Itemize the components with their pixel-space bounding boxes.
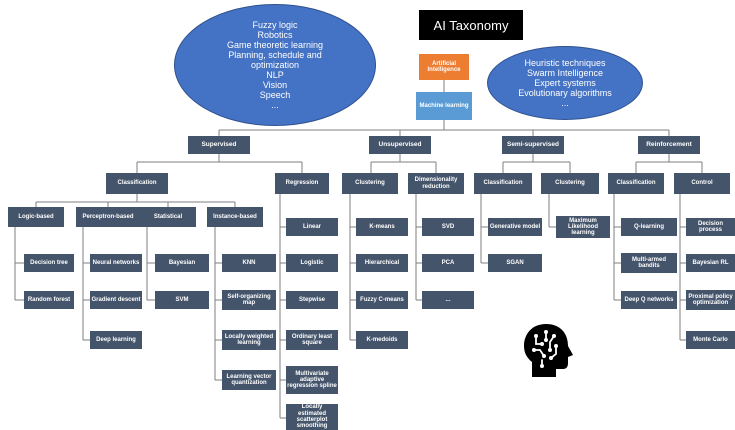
leaf-bayesian-rl: Bayesian RL xyxy=(686,254,735,272)
leaf-proximal-policy-optimization: Proximal policy optimization xyxy=(686,290,735,310)
leaf-k-means: K-means xyxy=(356,218,408,236)
leaf-linear: Linear xyxy=(286,218,338,236)
left-ellipse: Fuzzy logic Robotics Game theoretic lear… xyxy=(174,4,376,126)
leaf-decision-process: Decision process xyxy=(686,218,735,236)
diagram-title: AI Taxonomy xyxy=(419,10,523,40)
right-ellipse-item: Evolutionary algorithms xyxy=(518,88,612,99)
leaf-bayesian: Bayesian xyxy=(155,254,209,272)
right-ellipse: Heuristic techniques Swarm Intelligence … xyxy=(487,46,643,120)
leaf-k-medoids: K-medoids xyxy=(356,331,408,349)
left-ellipse-item: Fuzzy logic xyxy=(252,19,298,30)
leaf-deep-learning: Deep learning xyxy=(90,331,142,349)
left-ellipse-item: Robotics xyxy=(257,29,293,40)
leaf-multi-armed-bandits: Multi-armed bandits xyxy=(621,253,677,273)
semi-clustering: Clustering xyxy=(541,173,599,194)
leaf-gradient-descent: Gradient descent xyxy=(90,291,142,309)
unsup-dimensionality-reduction: Dimensionality reduction xyxy=(408,173,464,194)
leaf-neural-networks: Neural networks xyxy=(90,254,142,272)
leaf-knn: KNN xyxy=(222,254,276,272)
left-ellipse-item: optimization xyxy=(250,59,300,70)
leaf-fuzzy-c-means: Fuzzy C-means xyxy=(356,291,408,309)
sup-classification: Classification xyxy=(106,173,168,194)
head-brain-icon xyxy=(524,324,573,377)
ml-node: Machine learning xyxy=(416,92,472,120)
leaf-locally-weighted-learning: Locally weighted learning xyxy=(222,330,276,350)
branch-semi-supervised: Semi-supervised xyxy=(502,136,564,154)
leaf-q-learning: Q-learning xyxy=(621,218,677,236)
leaf-hierarchical: Hierarchical xyxy=(356,254,408,272)
rl-control: Control xyxy=(674,173,730,194)
leaf-stepwise: Stepwise xyxy=(286,291,338,309)
left-ellipse-item: Game theoretic learning xyxy=(226,39,324,50)
statistical: Statistical xyxy=(140,207,196,227)
rl-classification: Classification xyxy=(608,173,664,194)
right-ellipse-item: ... xyxy=(561,98,569,109)
branch-supervised: Supervised xyxy=(188,136,250,154)
root-node: Artificial Intelligence xyxy=(419,54,469,80)
branch-unsupervised: Unsupervised xyxy=(369,136,431,154)
leaf-decision-tree: Decision tree xyxy=(24,254,74,272)
unsup-clustering: Clustering xyxy=(342,173,398,194)
semi-classification: Classification xyxy=(474,173,532,194)
leaf-loess: Locally estimated scatterplot smoothing xyxy=(286,404,338,430)
logic-based: Logic-based xyxy=(8,207,64,227)
leaf-mars: Multivariate adaptive regression spline xyxy=(286,366,338,394)
leaf-generative-model: Generative model xyxy=(488,218,542,236)
right-ellipse-item: Expert systems xyxy=(534,77,596,88)
leaf-deep-q-networks: Deep Q networks xyxy=(621,291,677,309)
leaf-ordinary-least-square: Ordinary least square xyxy=(286,330,338,350)
instance-based: Instance-based xyxy=(207,207,263,227)
leaf-monte-carlo: Monte Carlo xyxy=(686,331,735,349)
leaf-self-organizing-map: Self-organizing map xyxy=(222,290,276,310)
leaf-maximum-likelihood-learning: Maximum Likelihood learning xyxy=(556,216,610,238)
leaf-logistic: Logistic xyxy=(286,254,338,272)
left-ellipse-item: Speech xyxy=(259,90,291,101)
leaf-random-forest: Random forest xyxy=(24,291,74,309)
left-ellipse-item: Planning, schedule and xyxy=(228,49,322,60)
perceptron-based: Perceptron-based xyxy=(76,207,140,227)
branch-reinforcement: Reinforcement xyxy=(638,136,700,154)
left-ellipse-item: ... xyxy=(271,100,279,111)
left-ellipse-item: NLP xyxy=(266,70,284,81)
right-ellipse-item: Swarm Intelligence xyxy=(526,67,604,78)
leaf-svd: SVD xyxy=(422,218,474,236)
leaf-ellipsis: ... xyxy=(422,291,474,309)
left-ellipse-item: Vision xyxy=(262,80,288,91)
leaf-learning-vector-quantization: Learning vector quantization xyxy=(222,370,276,390)
leaf-sgan: SGAN xyxy=(488,254,542,272)
sup-regression: Regression xyxy=(275,173,329,194)
leaf-svm: SVM xyxy=(155,291,209,309)
right-ellipse-item: Heuristic techniques xyxy=(524,57,606,68)
leaf-pca: PCA xyxy=(422,254,474,272)
